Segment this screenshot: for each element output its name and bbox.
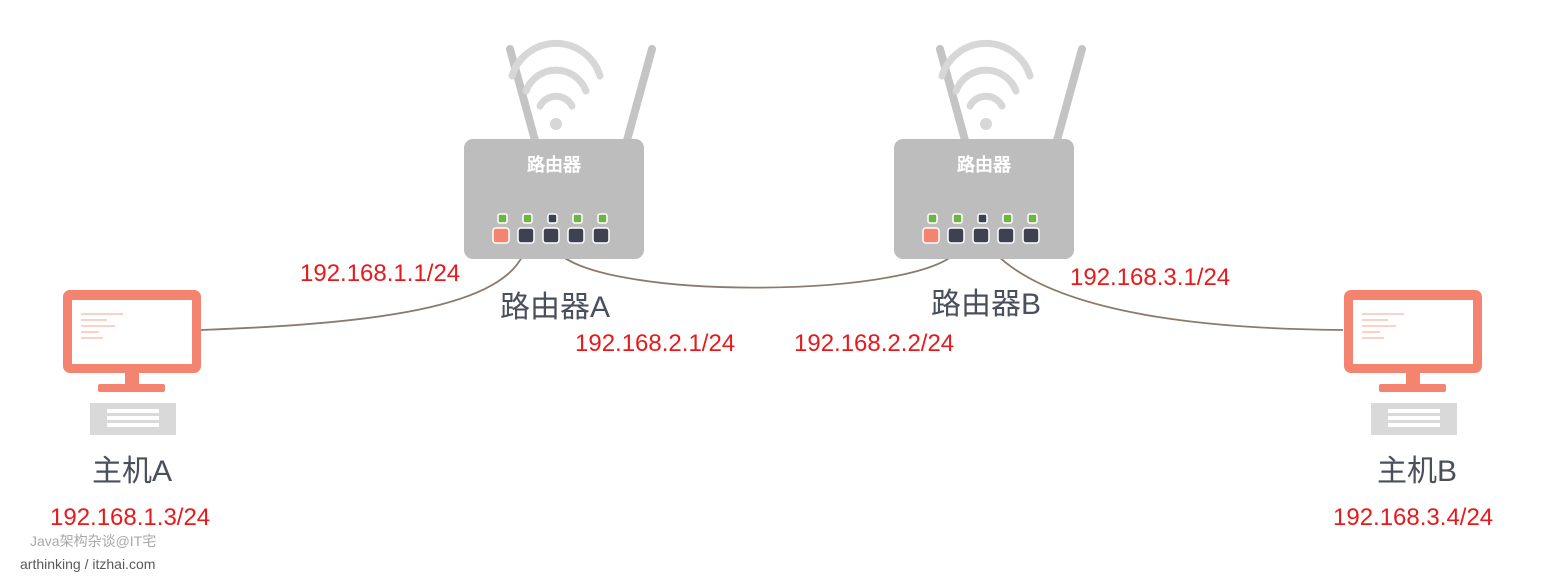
router-a-lan-ip: 192.168.1.1/24 xyxy=(300,260,461,287)
router-b-lan-ip: 192.168.3.1/24 xyxy=(1070,264,1231,291)
host-b-computer xyxy=(1343,289,1483,436)
cable-host-a-router-a xyxy=(200,242,528,331)
router-icon xyxy=(464,43,652,259)
computer-icon xyxy=(1343,289,1483,436)
host-b-ip: 192.168.3.4/24 xyxy=(1333,504,1494,531)
router-b-name: 路由器B xyxy=(931,288,1042,321)
host-a-name: 主机A xyxy=(92,455,173,488)
watermark-line-1: Java架构杂谈@IT宅 xyxy=(30,533,157,549)
host-a-computer xyxy=(62,289,202,436)
router-a-name: 路由器A xyxy=(500,291,611,324)
router-b-wan-ip: 192.168.2.2/24 xyxy=(794,330,955,357)
cables xyxy=(200,242,1344,331)
router-a-wan-ip: 192.168.2.1/24 xyxy=(575,330,736,357)
host-b-name: 主机B xyxy=(1377,455,1458,488)
router-a-box-label: 路由器 xyxy=(527,154,582,176)
cable-router-a-router-b xyxy=(551,242,962,289)
router-b: 路由器 xyxy=(894,43,1082,259)
router-b-box-label: 路由器 xyxy=(957,154,1012,176)
host-a-ip: 192.168.1.3/24 xyxy=(50,504,211,531)
router-a: 路由器 xyxy=(464,43,652,259)
cable-router-b-host-b xyxy=(985,242,1344,331)
watermark-line-2: arthinking / itzhai.com xyxy=(20,556,156,572)
computer-icon xyxy=(62,289,202,436)
router-icon xyxy=(894,43,1082,259)
